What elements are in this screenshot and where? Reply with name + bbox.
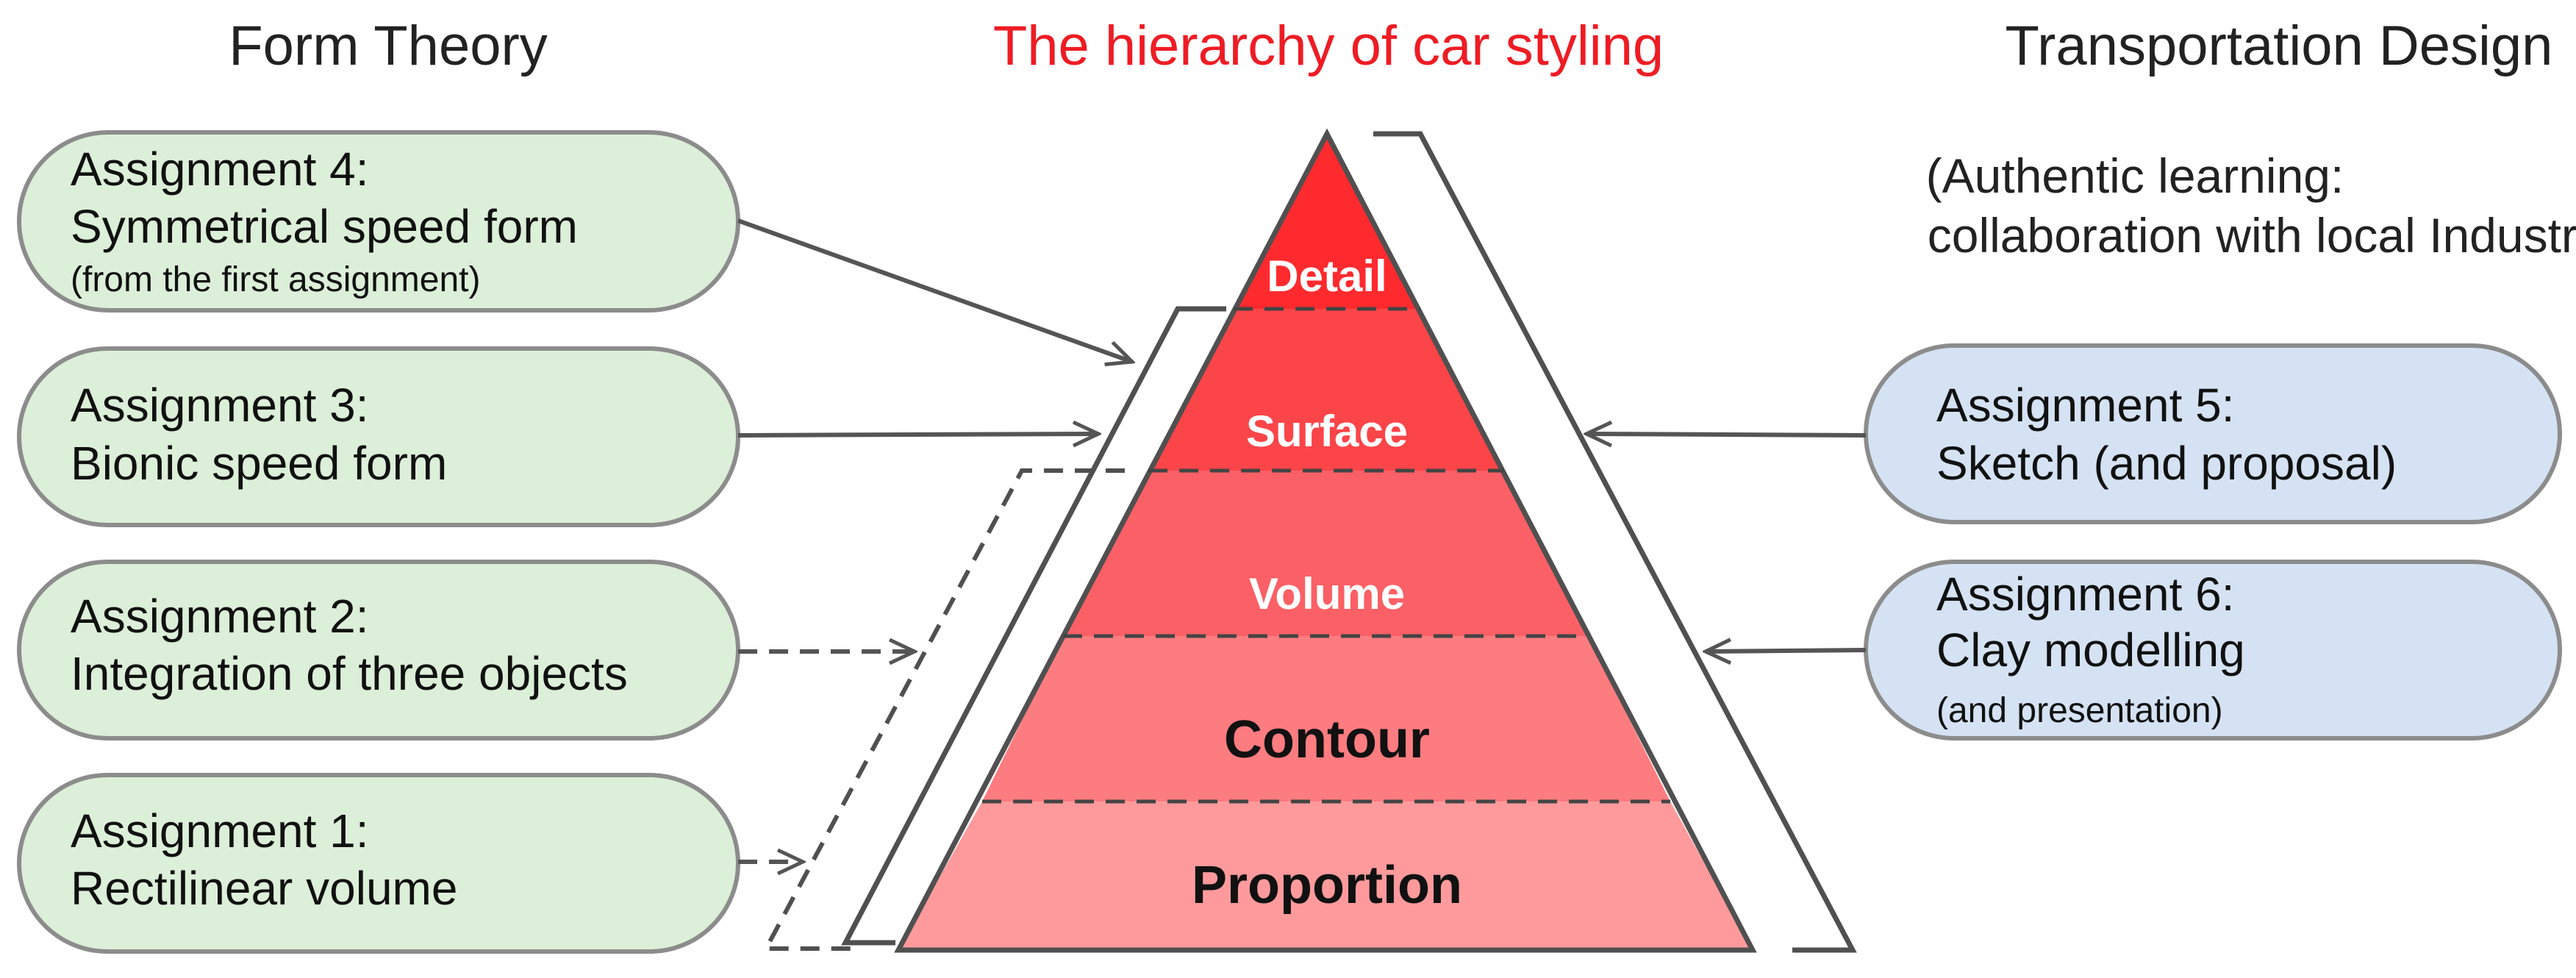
- assignment-note: (and presentation): [1936, 691, 2223, 730]
- authentic-learning-note-line1: (Authentic learning:: [1926, 149, 2344, 203]
- pyramid-level-surface: [1148, 309, 1504, 471]
- pyramid-level-contour: [982, 636, 1670, 802]
- assignment-box: [17, 346, 740, 527]
- assignment-title: Sketch (and proposal): [1936, 437, 2397, 490]
- transportation-assignment-6: Assignment 6: Clay modelling (and presen…: [1864, 560, 2562, 740]
- connector-arrow-assignment-4: [737, 218, 1132, 362]
- pyramid-label-surface: Surface: [1246, 407, 1408, 456]
- authentic-learning-note-line2: collaboration with local Industries): [1928, 208, 2576, 263]
- assignment-number: Assignment 2:: [71, 590, 369, 643]
- form-theory-assignment-1: Assignment 1: Rectilinear volume: [17, 773, 740, 954]
- form-theory-assignment-3: Assignment 3: Bionic speed form: [17, 346, 740, 527]
- assignment-number: Assignment 5:: [1936, 379, 2235, 432]
- connector-arrow-assignment-5: [1586, 434, 1867, 435]
- pyramid-level-detail: [1234, 134, 1420, 309]
- assignment-title: Symmetrical speed form: [71, 200, 578, 253]
- transportation-assignment-5: Assignment 5: Sketch (and proposal): [1864, 343, 2562, 524]
- assignment-box: [1864, 343, 2562, 524]
- form-theory-solid-bracket: [841, 306, 1226, 946]
- pyramid-label-detail: Detail: [1267, 251, 1387, 301]
- assignment-title: Clay modelling: [1936, 624, 2245, 677]
- header-form-theory: Form Theory: [229, 15, 548, 77]
- pyramid-level-proportion: [898, 802, 1753, 950]
- form-theory-dashed-bracket: [762, 468, 1125, 951]
- assignment-title: Integration of three objects: [71, 647, 628, 700]
- connector-arrow-assignment-6: [1706, 650, 1867, 652]
- form-theory-assignment-4: Assignment 4: Symmetrical speed form (fr…: [17, 130, 740, 313]
- assignment-number: Assignment 6:: [1936, 568, 2235, 621]
- connector-arrow-assignment-3: [737, 434, 1098, 435]
- header-transportation-design: Transportation Design: [2006, 15, 2553, 77]
- assignment-note: (from the first assignment): [71, 260, 480, 299]
- pyramid-label-contour: Contour: [1224, 710, 1430, 769]
- assignment-number: Assignment 1:: [71, 804, 369, 857]
- pyramid-level-volume: [1063, 471, 1588, 636]
- transportation-bracket: [1373, 131, 1857, 953]
- pyramid: Detail Surface Volume Contour Proportion: [894, 128, 1757, 953]
- pyramid-outline: [894, 128, 1757, 953]
- assignment-number: Assignment 4:: [71, 143, 369, 196]
- pyramid-label-proportion: Proportion: [1192, 856, 1462, 915]
- form-theory-assignment-2: Assignment 2: Integration of three objec…: [17, 560, 740, 740]
- pyramid-label-volume: Volume: [1249, 569, 1405, 618]
- assignment-title: Rectilinear volume: [71, 862, 457, 915]
- assignment-number: Assignment 3:: [71, 379, 369, 432]
- assignment-title: Bionic speed form: [71, 437, 447, 490]
- diagram-title: The hierarchy of car styling: [993, 15, 1664, 77]
